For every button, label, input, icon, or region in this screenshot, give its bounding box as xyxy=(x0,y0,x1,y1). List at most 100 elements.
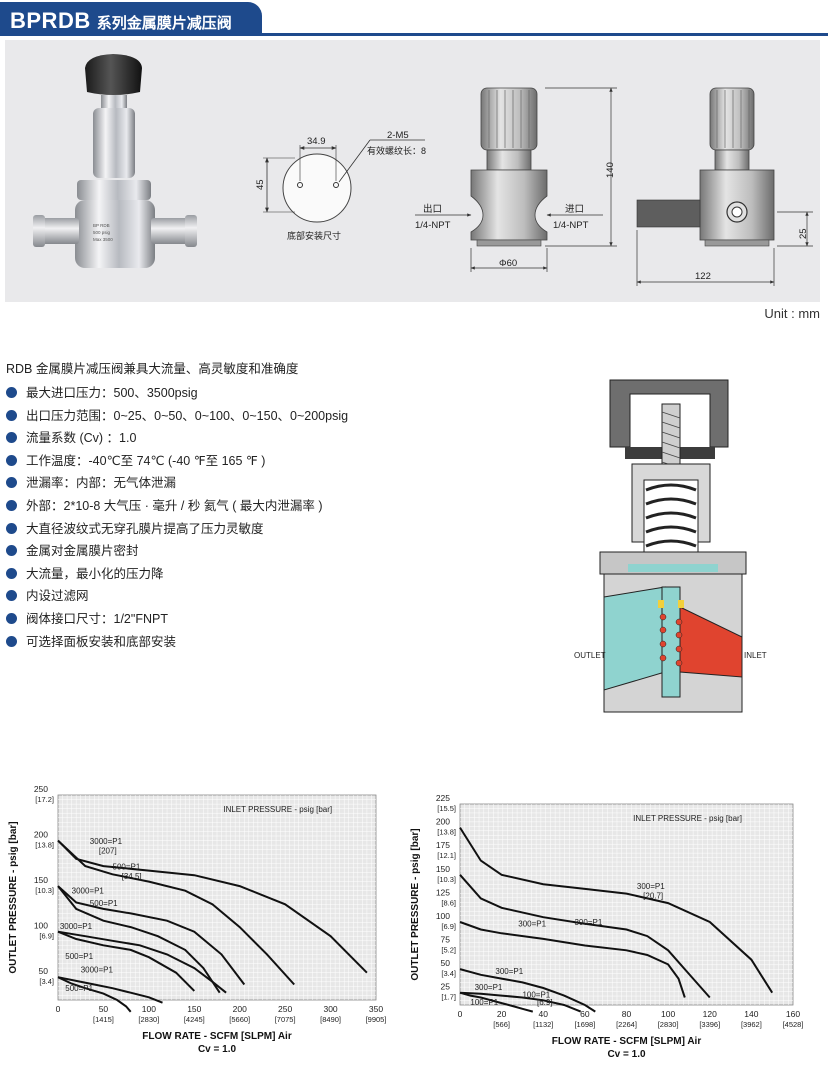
bullet-icon xyxy=(6,612,17,624)
y-tick-label: 25 xyxy=(441,982,451,992)
x-tick-label: 20 xyxy=(497,1009,507,1019)
curve-label: [6.9] xyxy=(537,998,553,1007)
series-line xyxy=(459,827,774,994)
y-tick-sublabel: [3.4] xyxy=(441,969,456,978)
x-tick-sublabel: [7075] xyxy=(275,1015,296,1024)
inlet-section-label: INLET xyxy=(744,651,767,660)
series-line xyxy=(57,976,132,1013)
x-axis-label: FLOW RATE - SCFM [SLPM] Air xyxy=(142,1031,292,1042)
x-tick-label: 0 xyxy=(458,1009,463,1019)
y-tick-label: 100 xyxy=(34,921,48,931)
cv-caption: Cv = 1.0 xyxy=(198,1044,237,1055)
side-width-dim: 122 xyxy=(695,271,711,282)
x-tick-label: 100 xyxy=(142,1004,156,1014)
list-item: 最大进口压力：500、3500psig xyxy=(6,382,426,405)
bullet-icon xyxy=(6,499,17,511)
y-tick-sublabel: [6.9] xyxy=(39,932,54,941)
list-item: 大直径波纹式无穿孔膜片提高了压力灵敏度 xyxy=(6,518,426,541)
x-tick-sublabel: [2830] xyxy=(138,1015,159,1024)
height-140-dim: 140 xyxy=(605,162,616,178)
x-tick-label: 0 xyxy=(56,1004,61,1014)
bullet-icon xyxy=(6,545,17,557)
y-tick-label: 125 xyxy=(436,887,450,897)
bullet-icon xyxy=(6,387,17,398)
curve-label: 3000=P1 xyxy=(60,922,93,931)
y-tick-sublabel: [10.3] xyxy=(35,886,54,895)
series-line xyxy=(57,839,295,986)
x-tick-sublabel: [1698] xyxy=(574,1020,595,1029)
y-tick-label: 75 xyxy=(441,935,451,945)
curve-label: 500=P1 xyxy=(90,899,118,908)
feature-list: RDB 金属膜片减压阀兼具大流量、高灵敏度和准确度 最大进口压力：500、350… xyxy=(6,358,426,653)
list-item: 可选择面板安装和底部安装 xyxy=(6,631,426,654)
series-line xyxy=(57,976,163,1004)
list-item: 大流量，最小化的压力降 xyxy=(6,563,426,586)
curve-label: 500=P1 xyxy=(65,952,93,961)
side-view-drawing xyxy=(636,87,775,247)
x-tick-sublabel: [2264] xyxy=(616,1020,637,1029)
y-tick-sublabel: [6.9] xyxy=(441,922,456,931)
bullet-icon xyxy=(6,477,17,489)
x-tick-sublabel: [1415] xyxy=(93,1015,114,1024)
x-tick-sublabel: [566] xyxy=(493,1020,510,1029)
page-title: BPRDB 系列金属膜片减压阀 xyxy=(10,8,232,34)
outlet-label: 出口 xyxy=(423,203,442,215)
thread-length: 有效螺纹长：8 xyxy=(367,145,426,156)
series-line xyxy=(57,885,246,986)
bullet-icon xyxy=(6,635,17,647)
y-tick-label: 50 xyxy=(441,958,451,968)
bottom-mount-drawing xyxy=(263,139,425,223)
y-tick-sublabel: [17.2] xyxy=(35,795,54,804)
body-marking: BP RDB 500 psig Max 3500 xyxy=(93,223,113,242)
y-tick-sublabel: [10.3] xyxy=(437,875,456,884)
list-item: 工作温度：-40℃至 74℃ (-40 ℉至 165 ℉ ) xyxy=(6,450,426,473)
y-tick-label: 225 xyxy=(436,795,450,803)
diameter-dim: Φ60 xyxy=(499,258,517,269)
curve-label: 100=P1 xyxy=(470,998,498,1007)
curve-label: 300=P1 xyxy=(518,920,546,929)
header-tab: BPRDB 系列金属膜片减压阀 xyxy=(0,2,262,34)
y-tick-label: 150 xyxy=(436,864,450,874)
front-view-dims xyxy=(415,87,617,272)
bullet-icon xyxy=(6,567,17,579)
series-name: 系列金属膜片减压阀 xyxy=(96,15,232,32)
outlet-section-label: OUTLET xyxy=(574,651,606,660)
inlet-label: 进口 xyxy=(565,204,584,215)
svg-text:500 psig: 500 psig xyxy=(93,230,111,235)
y-tick-label: 100 xyxy=(436,911,450,921)
x-tick-label: 100 xyxy=(661,1009,675,1019)
curve-label: 3000=P1 xyxy=(90,837,123,846)
x-tick-sublabel: [5660] xyxy=(229,1015,250,1024)
y-tick-sublabel: [13.8] xyxy=(437,828,456,837)
y-tick-label: 50 xyxy=(39,966,49,976)
y-tick-sublabel: [1.7] xyxy=(441,993,456,1002)
page-header: BPRDB 系列金属膜片减压阀 xyxy=(0,0,828,36)
list-item: 泄漏率：内部：无气体泄漏 xyxy=(6,472,426,495)
x-tick-label: 160 xyxy=(786,1009,800,1019)
bottom-width-dim: 34.9 xyxy=(307,136,326,147)
y-tick-sublabel: [12.1] xyxy=(437,851,456,860)
y-tick-sublabel: [5.2] xyxy=(441,946,456,955)
list-item: 金属对金属膜片密封 xyxy=(6,540,426,563)
drawing-panel: BP RDB 500 psig Max 3500 34.9 45 2-M5 xyxy=(5,40,820,302)
unit-label: Unit : mm xyxy=(764,306,820,321)
y-tick-label: 175 xyxy=(436,840,450,850)
model-name: BPRDB xyxy=(10,8,91,33)
curve-label: 300=P1 xyxy=(637,882,665,891)
bullet-icon xyxy=(6,409,17,421)
curve-label: 3000=P1 xyxy=(72,886,105,895)
list-item: 流量系数 (Cv) ：1.0 xyxy=(6,427,426,450)
curve-label: [20.7] xyxy=(643,891,663,900)
header-rule xyxy=(0,33,828,36)
x-tick-label: 300 xyxy=(323,1004,337,1014)
x-tick-sublabel: [9905] xyxy=(366,1015,387,1024)
series-line xyxy=(459,991,534,1013)
list-item: 外部：2*10-8 大气压 · 毫升 / 秒 氦气 ( 最大内泄漏率 ) xyxy=(6,495,426,518)
series-line xyxy=(57,839,368,974)
x-tick-label: 250 xyxy=(278,1004,292,1014)
y-tick-label: 250 xyxy=(34,784,48,794)
dimension-drawings: BP RDB 500 psig Max 3500 34.9 45 2-M5 xyxy=(33,54,813,286)
x-tick-label: 150 xyxy=(187,1004,201,1014)
x-tick-label: 40 xyxy=(539,1009,549,1019)
